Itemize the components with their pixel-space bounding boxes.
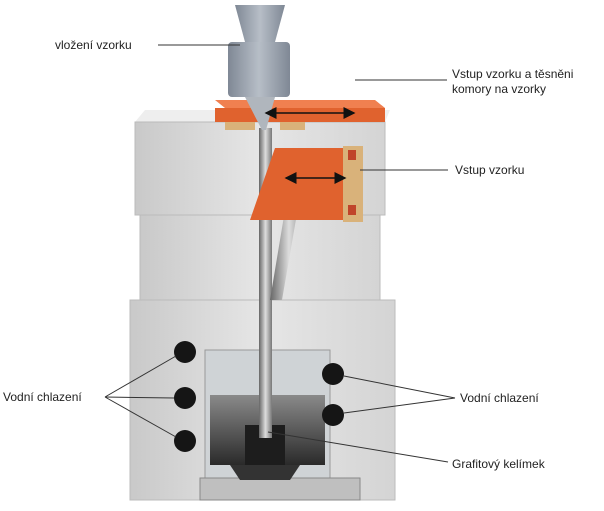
label-water-cooling-left: Vodní chlazení [3,390,82,404]
cooling-hole [174,430,196,452]
label-line: komory na vzorky [452,82,547,96]
label-graphite-crucible: Grafitový kelímek [452,457,545,471]
sample-inlet-slider [250,146,363,222]
label-sample-insertion: vložení vzorku [55,38,132,52]
label-sample-inlet: Vstup vzorku [455,163,525,177]
sample-insertion-funnel [228,5,290,130]
label-water-cooling-right: Vodní chlazení [460,391,539,405]
cooling-hole [322,404,344,426]
label-line: Vstup vzorku a těsněni [452,67,574,81]
cooling-hole [174,387,196,409]
leader-lines [104,44,456,463]
label-sample-inlet-seal: Vstup vzorku a těsněni komory na vzorky [452,67,573,97]
cooling-hole [322,363,344,385]
cooling-holes [174,341,344,452]
cooling-hole [174,341,196,363]
